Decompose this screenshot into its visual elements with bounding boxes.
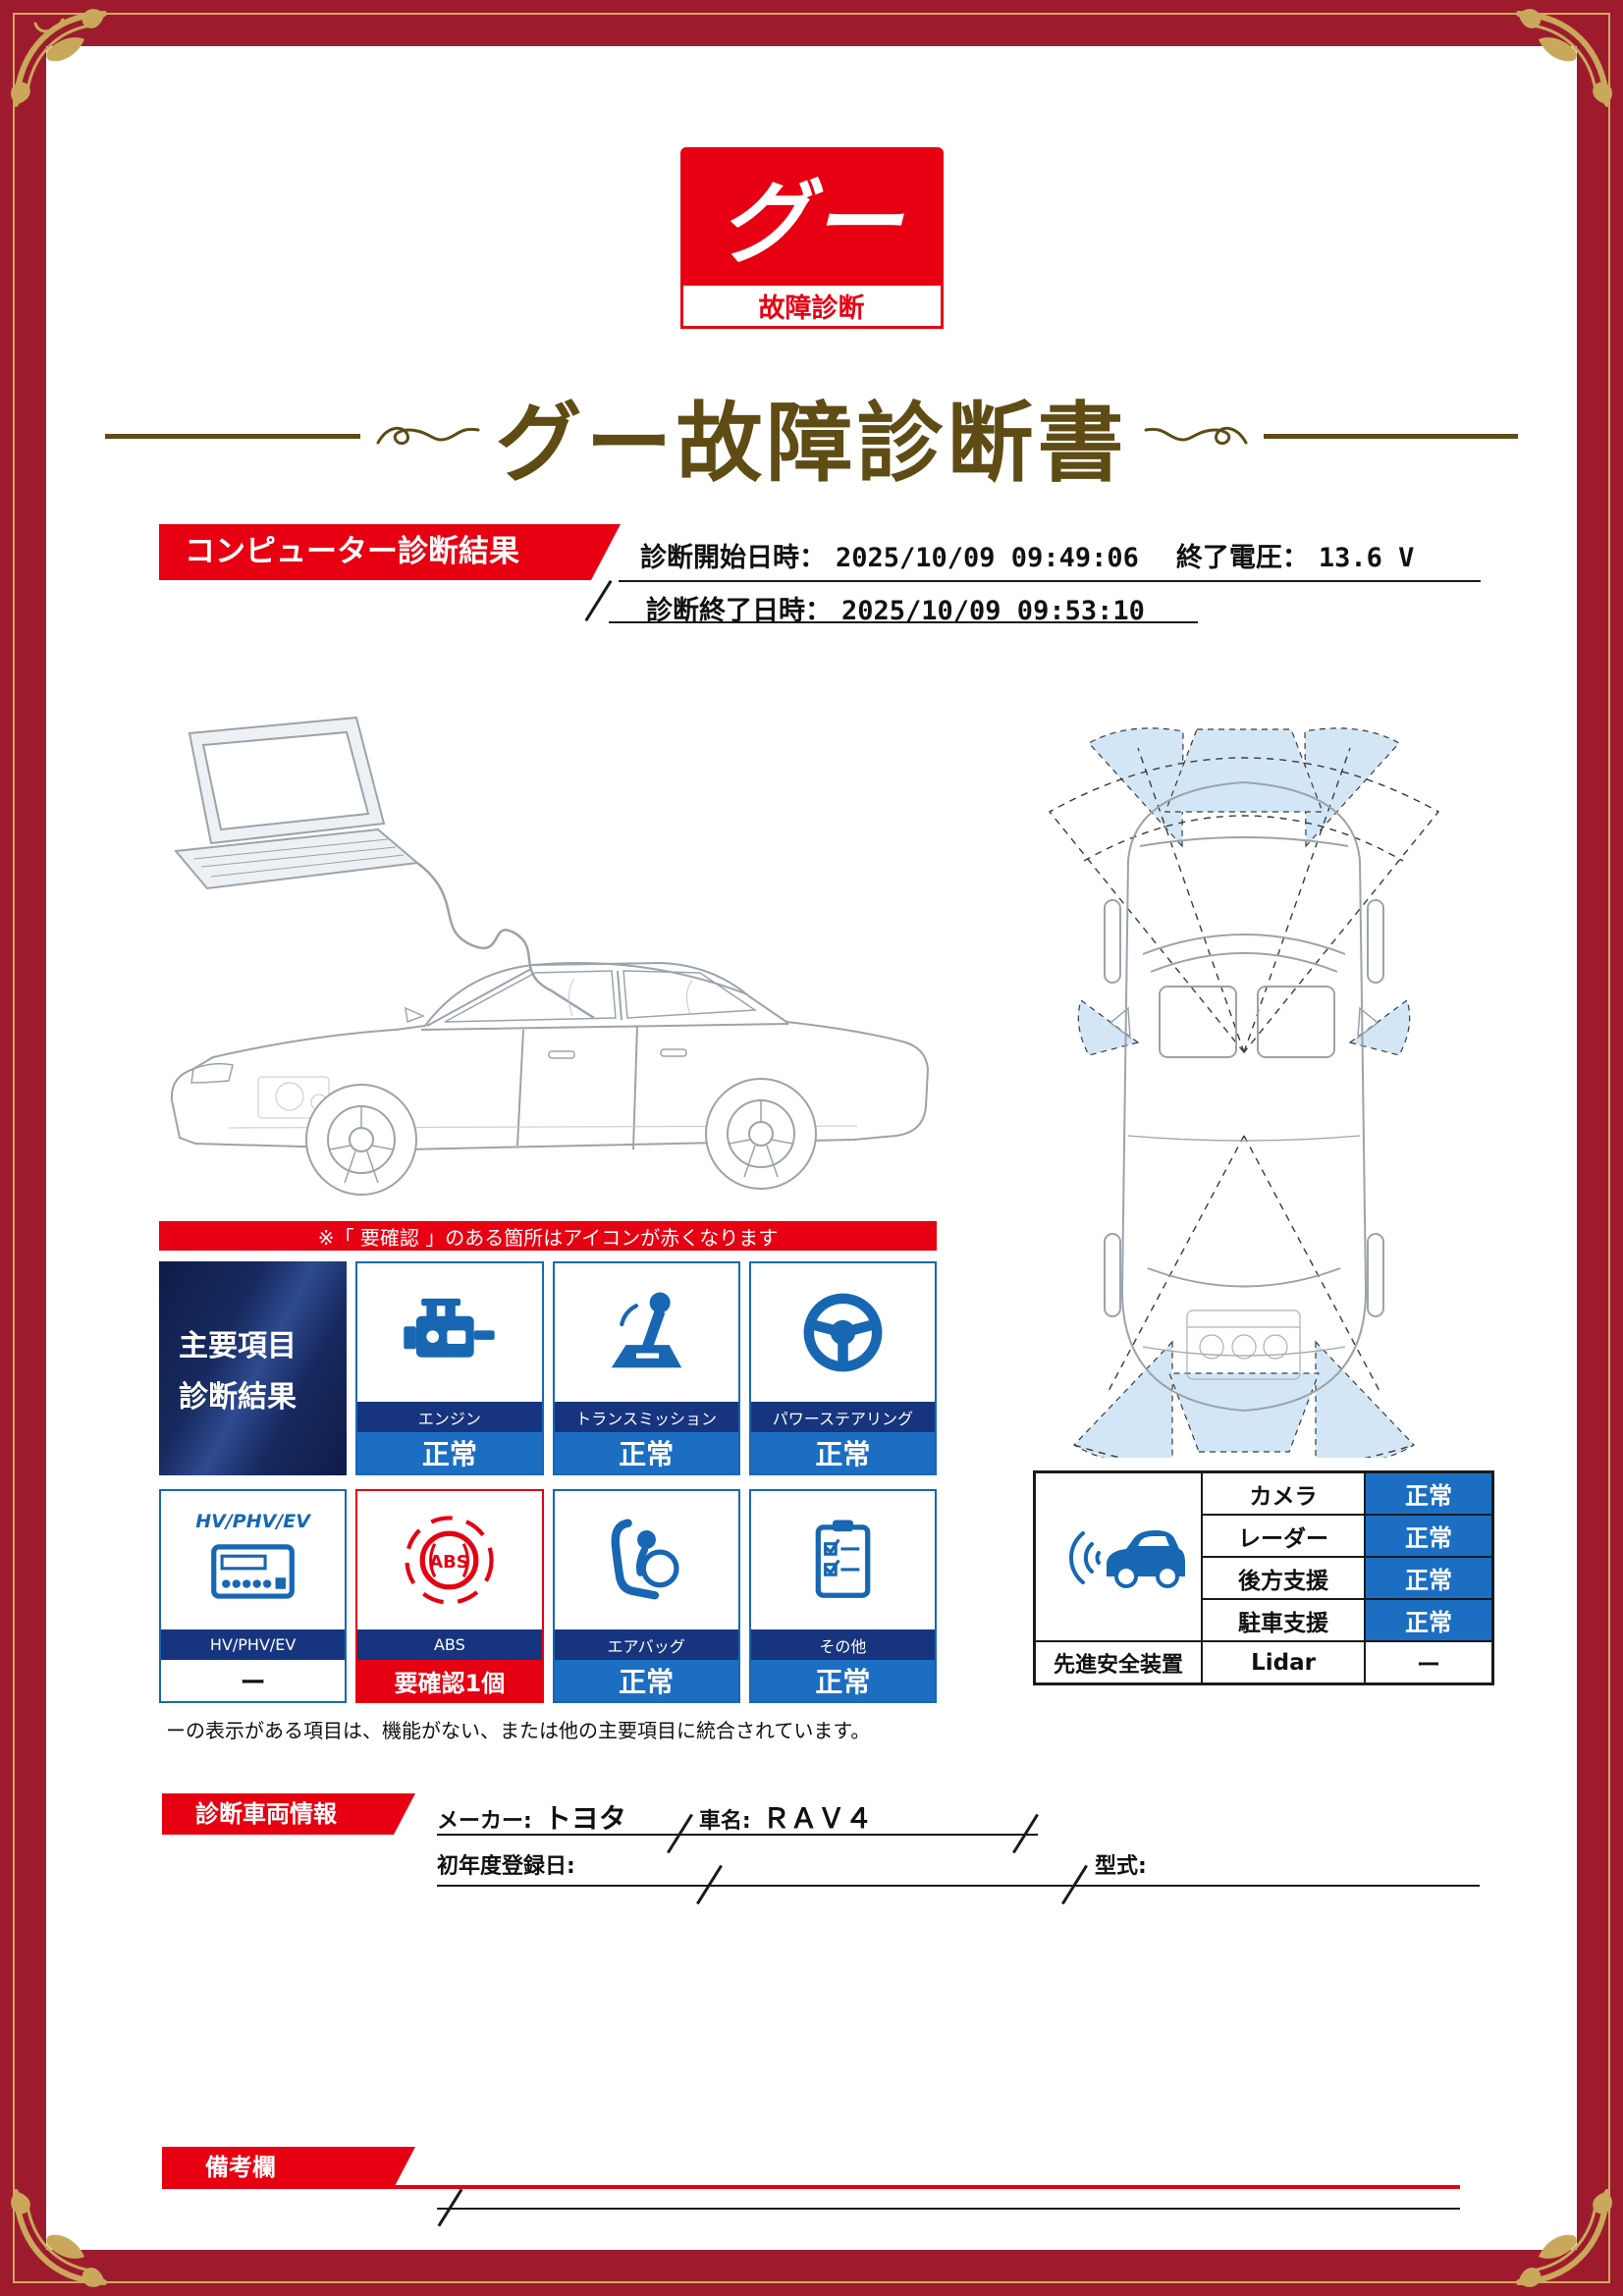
maker-value: トヨタ — [543, 1802, 626, 1835]
diagnostic-laptop-car-illustration — [170, 716, 930, 1196]
advanced-safety-table: 先進安全装置 カメラ 正常 レーダー 正常 後方支援 正常 駐車支援 正常 Li… — [1033, 1470, 1494, 1685]
section-tag-computer-diagnosis: コンピューター診断結果 — [159, 524, 621, 580]
diagnosis-cell-power-steering: パワーステアリング 正常 — [748, 1261, 937, 1475]
ev-unit-icon — [211, 1543, 296, 1599]
divider-slash — [584, 579, 613, 622]
safety-row-radar: レーダー — [1202, 1515, 1365, 1557]
diagnosis-end-value: 2025/10/09 09:53:10 — [841, 596, 1145, 626]
diagnosis-start-value: 2025/10/09 09:49:06 — [836, 543, 1139, 573]
row-divider — [619, 580, 1481, 582]
vehicle-row-2: 初年度登録日: — [437, 1848, 575, 1880]
section-tag-vehicle-info: 診断車両情報 — [162, 1793, 415, 1835]
checklist-icon — [751, 1491, 935, 1629]
title-flourish-right-icon — [1144, 426, 1248, 446]
report-title-row: グー故障診断書 — [105, 387, 1519, 494]
diagnosis-cell-other: その他 正常 — [748, 1489, 937, 1703]
remarks-section: 備考欄 — [162, 2147, 1577, 2245]
vehicle-row-1: メーカー: トヨタ 車名: ＲＡＶ４ — [437, 1797, 873, 1837]
airbag-icon — [555, 1491, 738, 1629]
sensor-coverage-illustration — [1048, 727, 1440, 1458]
svg-text:ABS: ABS — [430, 1552, 469, 1573]
end-voltage-value: 13.6 V — [1318, 543, 1415, 573]
goo-logo-mark: グー — [679, 147, 944, 283]
hv-phv-ev-badge: HV/PHV/EV — [195, 1510, 310, 1532]
gear-shifter-icon — [555, 1263, 738, 1402]
steering-wheel-icon — [751, 1263, 935, 1402]
registration-date-label: 初年度登録日: — [437, 1854, 575, 1879]
car-name-label: 車名: — [698, 1809, 751, 1834]
title-rule-right — [1263, 433, 1519, 439]
main-results-header: 主要項目 診断結果 — [159, 1261, 348, 1475]
model-code-label: 型式: — [1095, 1854, 1147, 1879]
safety-car-icon — [1035, 1472, 1202, 1641]
remarks-red-rule — [162, 2185, 1460, 2189]
end-voltage-label: 終了電圧： — [1175, 543, 1309, 573]
goo-logo: グー 故障診断 — [679, 147, 944, 329]
report-sheet: グー 故障診断 グー故障診断書 コンピューター診断結果 診断開始日時： 2025… — [46, 46, 1577, 2250]
corner-ornament-icon — [11, 2189, 107, 2287]
safety-status-parking-support: 正常 — [1365, 1599, 1492, 1641]
transmission-status: 正常 — [554, 1432, 738, 1473]
remarks-underline — [437, 2208, 1460, 2210]
safety-status-radar: 正常 — [1365, 1515, 1492, 1557]
corner-ornament-icon — [1516, 9, 1612, 107]
corner-ornament-icon — [11, 9, 107, 107]
safety-status-camera: 正常 — [1365, 1472, 1492, 1515]
diagnosis-cell-airbag: エアバッグ 正常 — [552, 1489, 740, 1703]
hv-phv-ev-status: ー — [161, 1660, 346, 1701]
diagnosis-cell-abs: ABS ABS 要確認1個 — [355, 1489, 544, 1703]
power-steering-label: パワーステアリング — [750, 1402, 935, 1432]
abs-status: 要確認1個 — [357, 1660, 542, 1701]
title-flourish-left-icon — [376, 426, 479, 446]
safety-row-camera: カメラ — [1202, 1472, 1365, 1515]
abs-icon: ABS — [357, 1491, 541, 1629]
safety-status-rear-support: 正常 — [1365, 1557, 1492, 1599]
power-steering-status: 正常 — [750, 1432, 935, 1473]
transmission-label: トランスミッション — [554, 1402, 738, 1432]
main-results-header-line1: 主要項目 — [179, 1329, 297, 1363]
diagnosis-end-row: 診断終了日時： 2025/10/09 09:53:10 — [646, 589, 1145, 627]
main-results-header-line2: 診断結果 — [179, 1380, 297, 1415]
diagnosis-cell-transmission: トランスミッション 正常 — [552, 1261, 740, 1475]
engine-status: 正常 — [357, 1432, 542, 1473]
maker-label: メーカー: — [437, 1809, 532, 1834]
airbag-label: エアバッグ — [554, 1629, 738, 1660]
goo-logo-caption: 故障診断 — [679, 283, 944, 329]
safety-row-parking-support: 駐車支援 — [1202, 1599, 1365, 1641]
diagnosis-end-label: 診断終了日時： — [646, 596, 832, 626]
advanced-safety-label: 先進安全装置 — [1035, 1641, 1202, 1683]
computer-diagnosis-section: コンピューター診断結果 診断開始日時： 2025/10/09 09:49:06 … — [159, 524, 1481, 652]
warning-note-bar: ※「 要確認 」のある箇所はアイコンが赤くなります — [159, 1221, 937, 1251]
page-title: グー故障診断書 — [495, 392, 1128, 494]
engine-icon — [357, 1263, 541, 1402]
abs-label: ABS — [357, 1629, 542, 1660]
row-divider — [609, 621, 1198, 623]
corner-ornament-icon — [1516, 2189, 1612, 2287]
vehicle-info-section: 診断車両情報 メーカー: トヨタ 車名: ＲＡＶ４ 初年度登録日: 型式: — [162, 1793, 1577, 1921]
safety-row-lidar: Lidar — [1202, 1641, 1365, 1683]
diagnosis-start-label: 診断開始日時： — [640, 543, 826, 573]
dash-footnote: ーの表示がある項目は、機能がない、または他の主要項目に統合されています。 — [166, 1719, 871, 1742]
field-underline — [437, 1834, 1038, 1836]
title-rule-left — [105, 433, 360, 439]
other-label: その他 — [750, 1629, 935, 1660]
main-diagnosis-grid: 主要項目 診断結果 — [159, 1261, 937, 1703]
car-name-value: ＲＡＶ４ — [762, 1802, 873, 1835]
airbag-status: 正常 — [554, 1660, 738, 1701]
safety-status-lidar: ー — [1365, 1641, 1492, 1683]
diagnosis-cell-hv-phv-ev: HV/PHV/EV HV/PHV/EV ー — [159, 1489, 348, 1703]
diagnosis-cell-engine: エンジン 正常 — [355, 1261, 544, 1475]
other-status: 正常 — [750, 1660, 935, 1701]
hv-phv-ev-label: HV/PHV/EV — [161, 1629, 346, 1660]
diagnosis-start-row: 診断開始日時： 2025/10/09 09:49:06 終了電圧： 13.6 V — [640, 536, 1414, 574]
safety-row-rear-support: 後方支援 — [1202, 1557, 1365, 1599]
engine-label: エンジン — [357, 1402, 542, 1432]
field-underline — [437, 1885, 1480, 1887]
section-tag-remarks: 備考欄 — [162, 2147, 415, 2188]
